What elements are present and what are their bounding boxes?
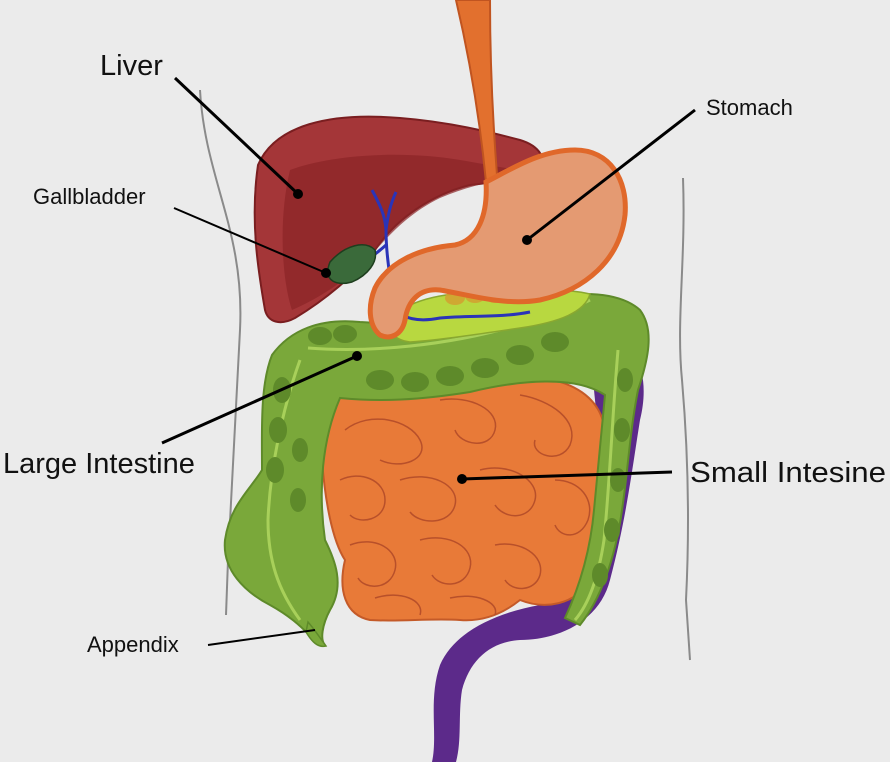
leader-line-small-intestine [461,470,673,481]
leader-line-appendix [207,629,316,646]
label-text-appendix: Appendix [87,632,179,657]
label-appendix: Appendix [87,629,316,657]
label-gallbladder: Gallbladder [33,184,331,278]
gallbladder [327,244,377,285]
leader-line-gallbladder [173,207,327,274]
large-intestine-pouches [266,325,633,587]
label-text-liver: Liver [100,50,163,82]
label-liver: Liver [100,50,303,199]
label-text-gallbladder: Gallbladder [33,184,146,209]
pointer-dot-stomach [522,235,532,245]
large-intestine-band-left [266,359,302,621]
label-small-intestine: Small Intesine [457,457,886,489]
small-intestine [320,372,610,622]
label-large-intestine: Large Intestine [3,351,362,480]
leader-line-liver [173,76,300,196]
label-text-large-intestine: Large Intestine [3,448,195,480]
large-intestine-body [223,293,650,646]
label-text-stomach: Stomach [706,95,793,120]
leader-line-large-intestine [161,354,358,445]
large-intestine [223,293,650,648]
leader-line-stomach [526,108,696,242]
pointer-dot-gallbladder [321,268,331,278]
pointer-dot-liver [293,189,303,199]
stomach-body [367,147,628,340]
body-outline [199,89,691,661]
label-text-small-intestine: Small Intesine [690,457,886,489]
body-outline-right [679,177,691,661]
label-stomach: Stomach [522,95,793,245]
stomach [367,147,628,340]
pointer-dot-small-intestine [457,474,467,484]
small-intestine-folds [339,394,591,616]
pointer-dot-large-intestine [352,351,362,361]
body-outline-left [199,89,242,616]
